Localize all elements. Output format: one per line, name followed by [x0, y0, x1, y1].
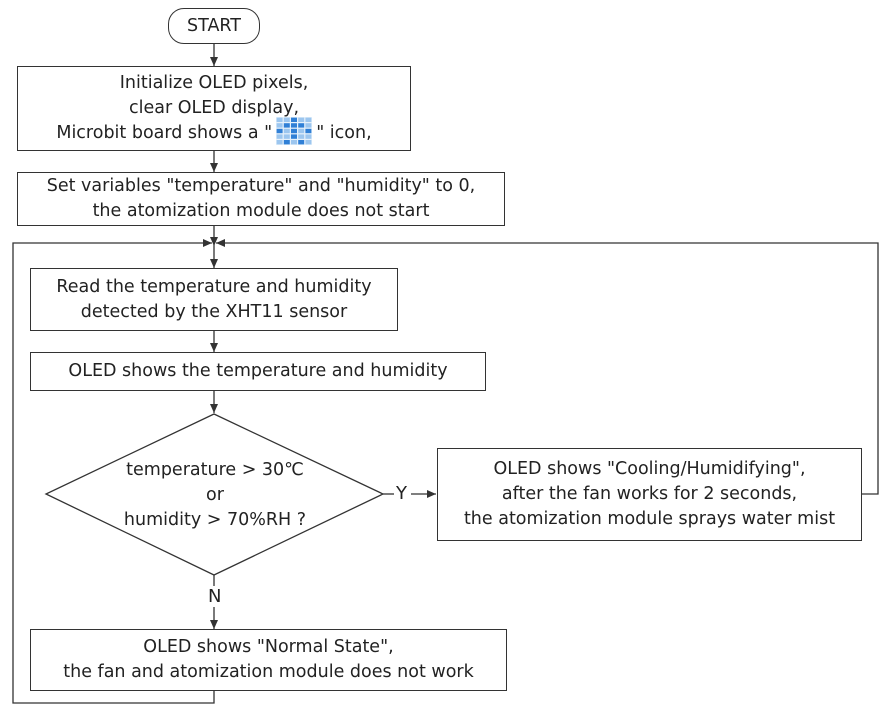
- microbit-led: [291, 134, 298, 139]
- init-line-1: Initialize OLED pixels,: [119, 73, 309, 93]
- init-line-3: Microbit board shows a " " icon,: [56, 117, 372, 146]
- decision-diamond: [44, 413, 385, 576]
- read-sensor-box: Read the temperature and humidity detect…: [30, 268, 398, 331]
- microbit-led: [291, 140, 298, 145]
- microbit-led: [283, 134, 290, 139]
- microbit-led: [305, 123, 312, 128]
- microbit-led: [305, 128, 312, 134]
- cooling-box: OLED shows "Cooling/Humidifying", after …: [437, 448, 862, 541]
- no-label: N: [207, 586, 223, 607]
- init-line-3-suffix: " icon,: [316, 123, 372, 143]
- set-variables-line-1: Set variables "temperature" and "humidit…: [46, 176, 476, 196]
- oled-show-box: OLED shows the temperature and humidity: [30, 352, 486, 391]
- microbit-led: [283, 140, 290, 145]
- microbit-led: [276, 134, 283, 139]
- microbit-led: [276, 117, 283, 122]
- microbit-led: [305, 117, 312, 122]
- oled-show-text: OLED shows the temperature and humidity: [68, 361, 448, 381]
- cooling-line-3: the atomization module sprays water mist: [463, 509, 836, 529]
- decision-line-1: temperature > 30℃: [126, 459, 304, 480]
- microbit-led: [298, 134, 305, 139]
- microbit-led: [298, 117, 305, 122]
- set-variables-box: Set variables "temperature" and "humidit…: [17, 172, 505, 226]
- init-line-2: clear OLED display,: [128, 98, 300, 118]
- microbit-led: [298, 140, 305, 145]
- start-label: START: [187, 15, 241, 36]
- microbit-led: [298, 123, 305, 128]
- microbit-led: [298, 128, 305, 134]
- microbit-led: [276, 128, 283, 134]
- microbit-led: [283, 123, 290, 128]
- microbit-led: [291, 123, 298, 128]
- set-variables-line-2: the atomization module does not start: [92, 201, 430, 221]
- normal-line-2: the fan and atomization module does not …: [63, 662, 474, 682]
- cooling-line-2: after the fan works for 2 seconds,: [501, 484, 798, 504]
- yes-label: Y: [395, 483, 408, 504]
- microbit-led: [291, 117, 298, 122]
- decision-text: temperature > 30℃ or humidity > 70%RH ?: [46, 414, 384, 576]
- init-line-3-prefix: Microbit board shows a ": [56, 123, 273, 143]
- microbit-led: [291, 128, 298, 134]
- normal-state-box: OLED shows "Normal State", the fan and a…: [30, 629, 507, 691]
- read-sensor-line-2: detected by the XHT11 sensor: [80, 301, 348, 322]
- decision-line-3: humidity > 70%RH ?: [123, 509, 307, 530]
- cooling-line-1: OLED shows "Cooling/Humidifying",: [493, 459, 806, 479]
- microbit-led: [305, 134, 312, 139]
- microbit-led: [276, 123, 283, 128]
- normal-line-1: OLED shows "Normal State",: [143, 637, 394, 657]
- read-sensor-line-1: Read the temperature and humidity: [56, 276, 372, 297]
- loop-back-cooling: [216, 239, 879, 495]
- start-terminal: START: [168, 8, 260, 44]
- decision-line-2: or: [206, 484, 224, 505]
- microbit-led: [283, 117, 290, 122]
- microbit-led: [276, 140, 283, 145]
- init-box: Initialize OLED pixels, clear OLED displ…: [17, 66, 411, 151]
- microbit-led: [283, 128, 290, 134]
- microbit-led: [305, 140, 312, 145]
- loop-back-normal: [12, 239, 215, 704]
- microbit-led-icon: [276, 117, 313, 145]
